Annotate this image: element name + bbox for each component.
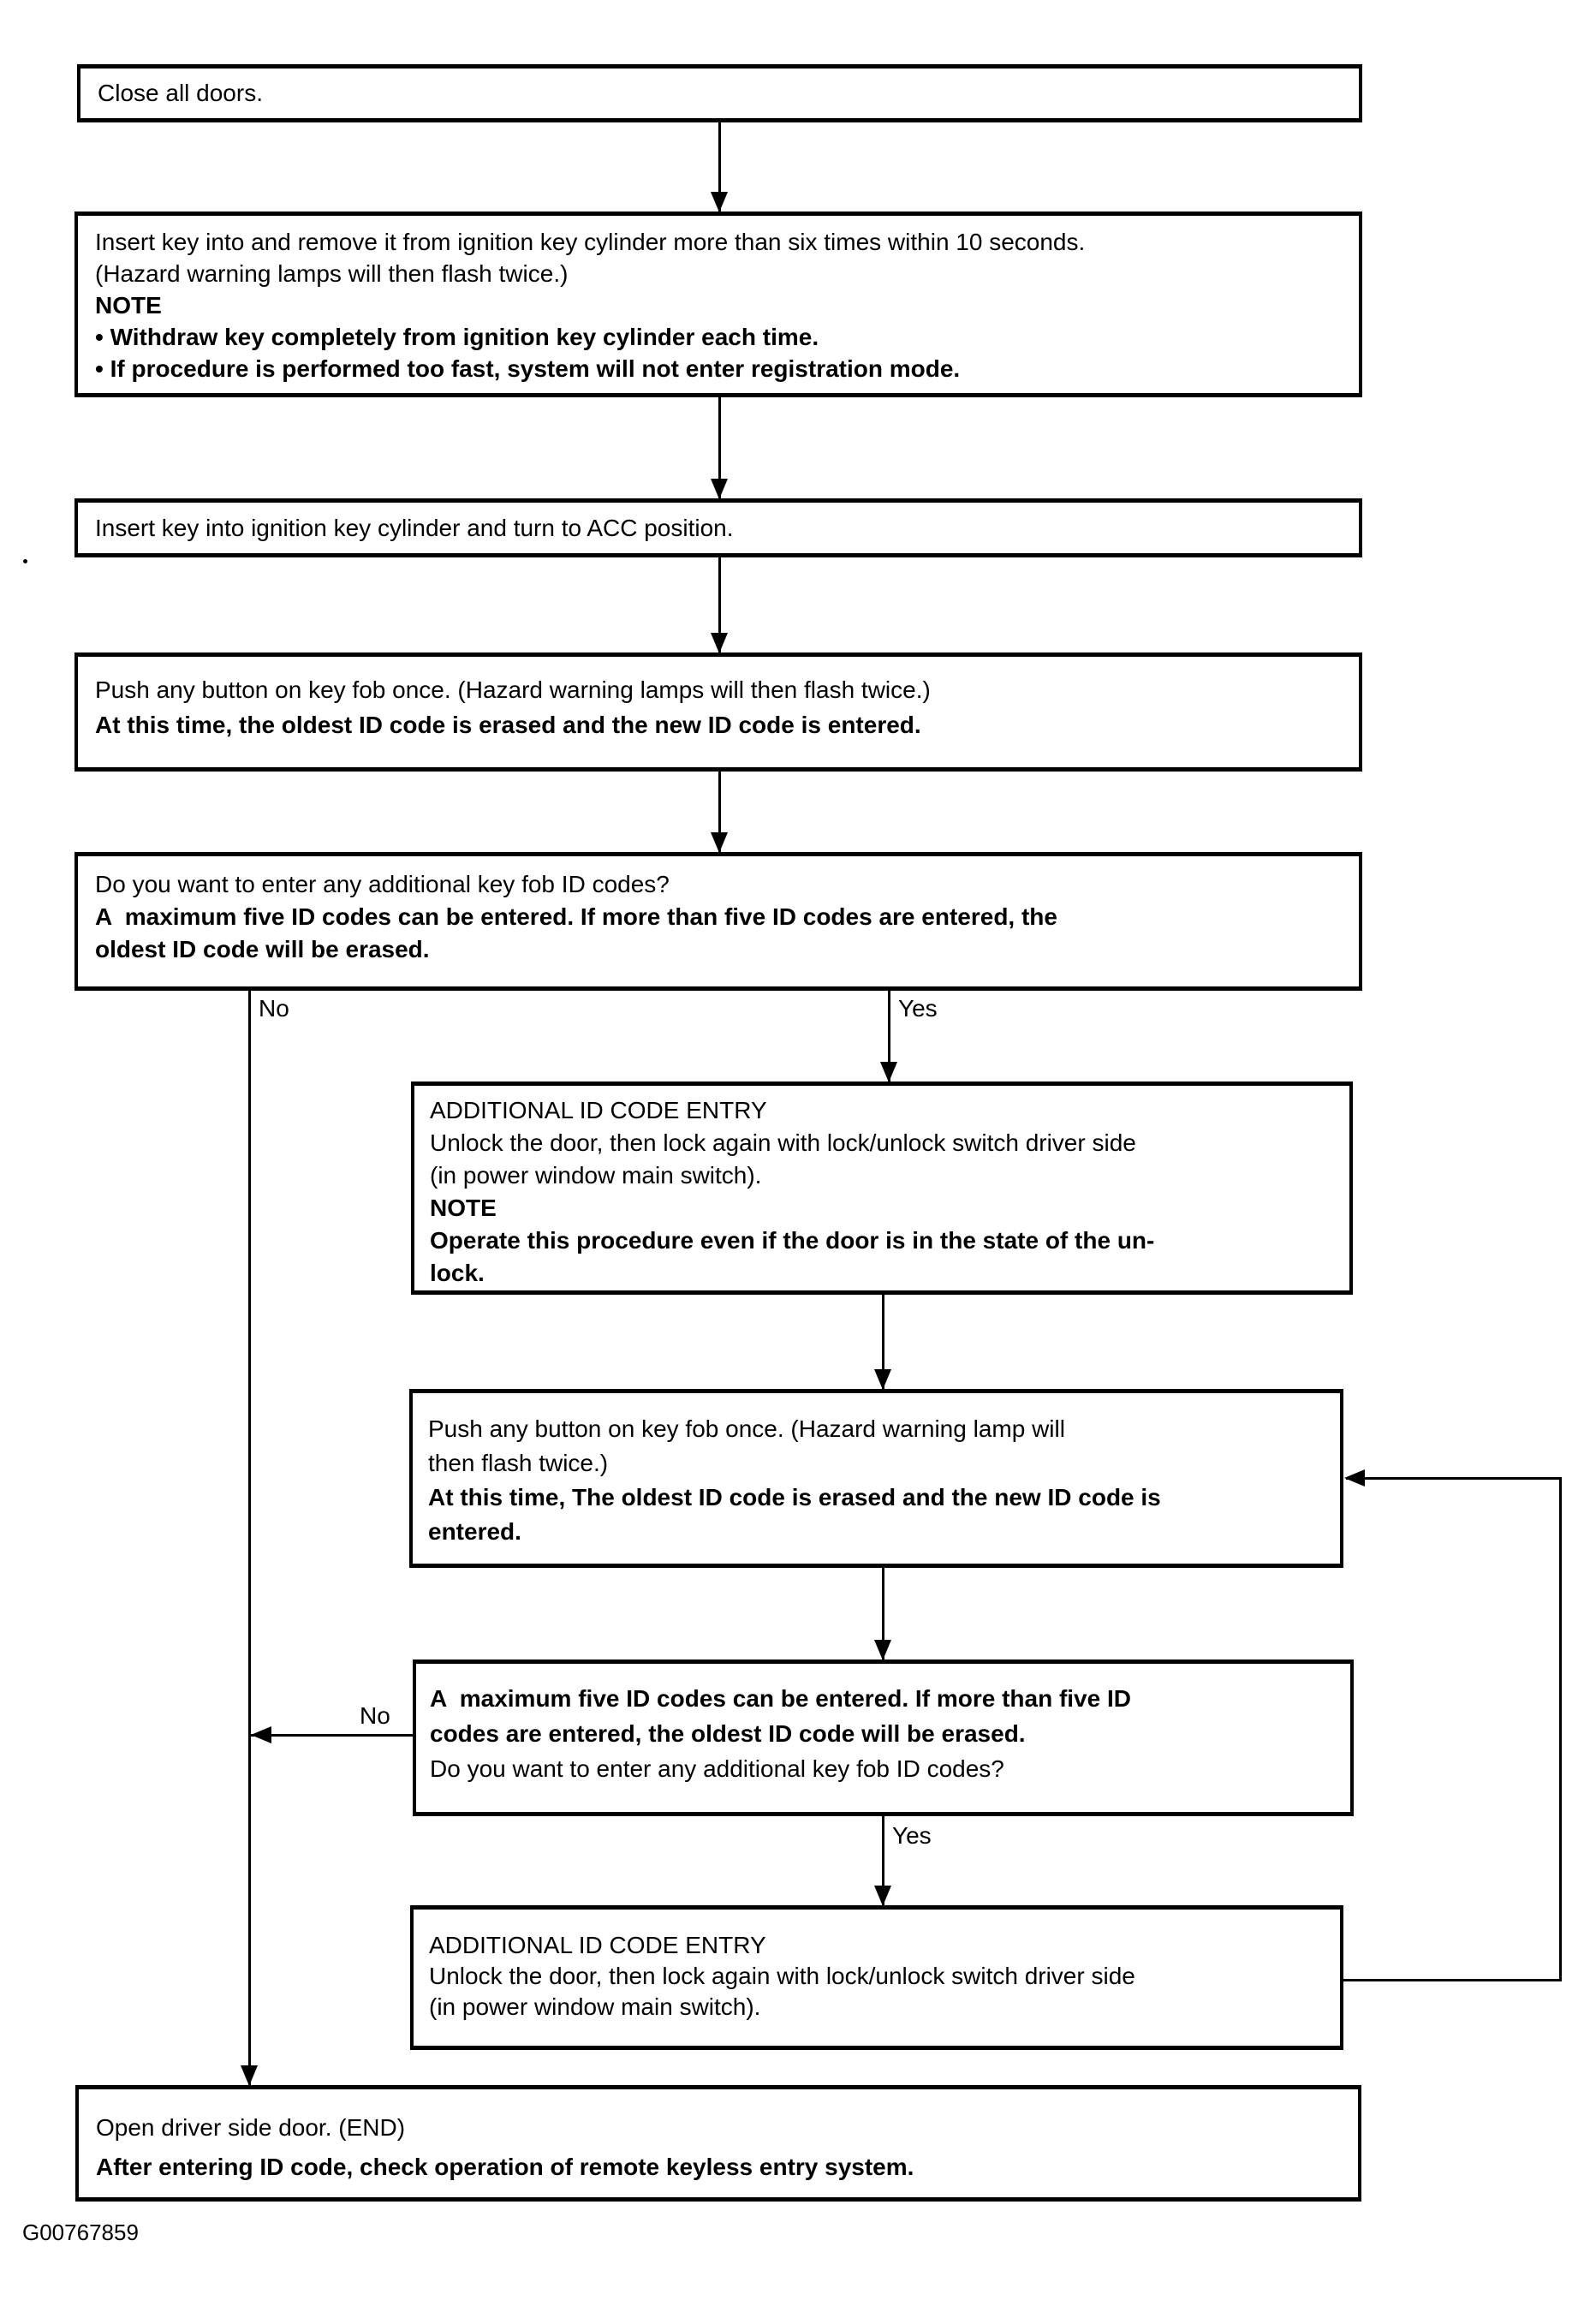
flow-box-push-button-1: Push any button on key fob once. (Hazard… <box>74 652 1362 772</box>
box-text-line: ADDITIONAL ID CODE ENTRY <box>429 1932 766 1958</box>
box-text-line: NOTE <box>95 292 162 319</box>
box-text-line: Unlock the door, then lock again with lo… <box>429 1963 1135 1989</box>
arrowhead-down-icon <box>711 479 728 499</box>
flow-box-additional-entry-2: ADDITIONAL ID CODE ENTRY Unlock the door… <box>410 1905 1343 2050</box>
box-text-line: • Withdraw key completely from ignition … <box>95 324 819 350</box>
connector-feedback-top <box>1346 1477 1562 1480</box>
arrowhead-down-icon <box>711 192 728 212</box>
box-text-line: • If procedure is performed too fast, sy… <box>95 355 961 382</box>
connector-box4-box5 <box>718 771 721 854</box>
box-text-line: (in power window main switch). <box>429 1993 761 2020</box>
arrowhead-down-icon <box>241 2065 258 2086</box>
box-text-line: ADDITIONAL ID CODE ENTRY <box>430 1097 767 1123</box>
connector-box2-box3 <box>718 396 721 500</box>
box-text-line: lock. <box>430 1260 485 1286</box>
box-text-line: Insert key into ignition key cylinder an… <box>95 514 734 541</box>
connector-feedback-bottom <box>1343 1979 1562 1981</box>
connector-feedback-vertical <box>1559 1478 1562 1981</box>
box-text-line: After entering ID code, check operation … <box>96 2154 914 2180</box>
box-text-line: A maximum five ID codes can be entered. … <box>95 903 1057 930</box>
box-text-line: Operate this procedure even if the door … <box>430 1227 1155 1254</box>
flow-box-acc-position: Insert key into ignition key cylinder an… <box>74 498 1362 557</box>
connector-yes-branch-2 <box>882 1814 884 1907</box>
connector-no-branch-line <box>248 989 251 2086</box>
connector-yes-branch-1 <box>888 989 890 1083</box>
connector-box6-box7 <box>882 1293 884 1391</box>
connector-box3-box4 <box>718 557 721 654</box>
box-text-line: Do you want to enter any additional key … <box>95 871 670 897</box>
box-text-line: Push any button on key fob once. (Hazard… <box>428 1415 1065 1442</box>
box-text-line: (Hazard warning lamps will then flash tw… <box>95 260 569 287</box>
box-text-line: At this time, the oldest ID code is eras… <box>95 712 921 738</box>
box-text-line: At this time, The oldest ID code is eras… <box>428 1484 1161 1511</box>
flow-box-additional-question-2: A maximum five ID codes can be entered. … <box>413 1659 1354 1816</box>
flow-box-push-button-2: Push any button on key fob once. (Hazard… <box>409 1389 1343 1568</box>
arrowhead-down-icon <box>711 832 728 853</box>
arrowhead-down-icon <box>880 1062 897 1082</box>
branch-label-no-1: No <box>259 995 289 1022</box>
arrowhead-left-icon <box>251 1726 271 1743</box>
scan-artifact-dot <box>23 559 27 563</box>
branch-label-no-2: No <box>360 1702 390 1729</box>
box-text-line: (in power window main switch). <box>430 1162 762 1189</box>
figure-id-code: G00767859 <box>22 2220 139 2245</box>
box-text-line: Open driver side door. (END) <box>96 2114 406 2141</box>
box-text-line: then flash twice.) <box>428 1450 609 1476</box>
flow-box-open-door-end: Open driver side door. (END) After enter… <box>75 2085 1361 2202</box>
box-text-line: entered. <box>428 1518 521 1545</box>
box-text-line: Unlock the door, then lock again with lo… <box>430 1129 1136 1156</box>
flow-box-insert-remove-key: Insert key into and remove it from ignit… <box>74 212 1362 397</box>
box-text-line: oldest ID code will be erased. <box>95 936 430 962</box>
box-text-line: Push any button on key fob once. (Hazard… <box>95 676 931 703</box>
box-text-line: Insert key into and remove it from ignit… <box>95 229 1086 255</box>
arrowhead-down-icon <box>711 633 728 653</box>
flow-box-additional-question-1: Do you want to enter any additional key … <box>74 852 1362 991</box>
box-text-line: Do you want to enter any additional key … <box>430 1755 1004 1782</box>
arrowhead-down-icon <box>874 1640 891 1660</box>
branch-label-yes-2: Yes <box>892 1822 932 1849</box>
arrowhead-left-icon <box>1344 1469 1365 1487</box>
flow-box-close-doors: Close all doors. <box>77 64 1362 122</box>
box-text-line: A maximum five ID codes can be entered. … <box>430 1685 1131 1712</box>
branch-label-yes-1: Yes <box>898 995 938 1022</box>
arrowhead-down-icon <box>874 1886 891 1906</box>
flow-box-additional-entry-1: ADDITIONAL ID CODE ENTRY Unlock the door… <box>411 1081 1353 1295</box>
connector-box1-box2 <box>718 122 721 213</box>
connector-no-branch-2 <box>251 1734 414 1737</box>
box-text-line: Close all doors. <box>98 80 263 106</box>
connector-box7-box8 <box>882 1567 884 1661</box>
arrowhead-down-icon <box>874 1369 891 1390</box>
box-text-line: NOTE <box>430 1195 497 1221</box>
box-text-line: codes are entered, the oldest ID code wi… <box>430 1720 1026 1747</box>
